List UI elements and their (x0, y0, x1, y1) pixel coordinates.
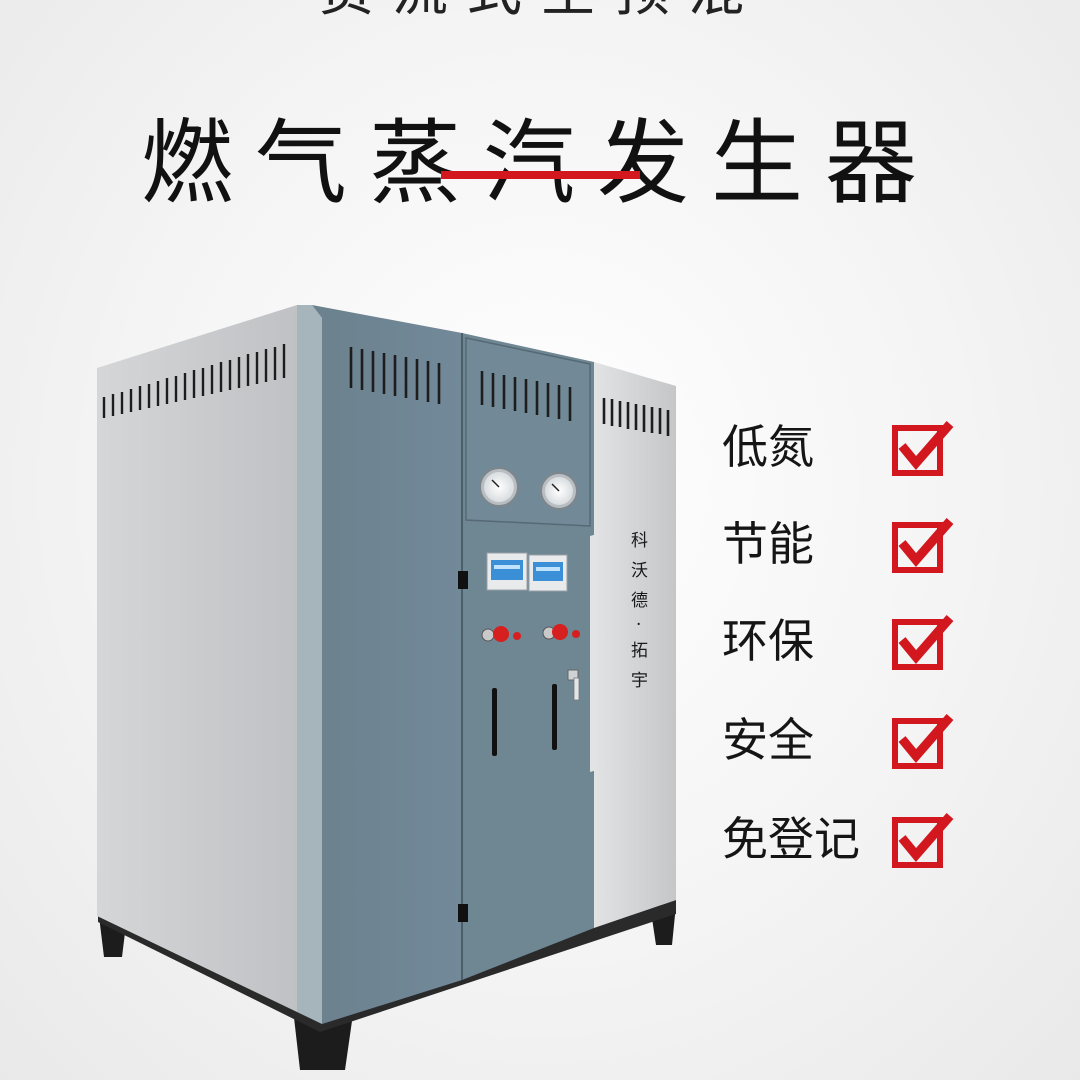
feature-item: 免登记 (722, 806, 962, 876)
front-vents (349, 347, 670, 436)
door-latch-icon (567, 669, 580, 701)
pressure-gauge-right-icon (540, 472, 578, 510)
header-subtitle: 贯流式全预混 (0, 0, 1080, 22)
cabinet-corner-edge (297, 305, 322, 1024)
control-buttons (481, 624, 580, 642)
brand-char: 德 (631, 591, 648, 611)
left-side-vents (102, 344, 286, 418)
brand-char: 沃 (631, 561, 648, 581)
feature-label: 免登记 (722, 812, 860, 866)
feature-label: 环保 (722, 614, 814, 668)
checkbox-check-icon (892, 421, 954, 476)
brand-char: 宇 (631, 671, 648, 691)
feature-item: 安全 (722, 707, 962, 777)
title-underline (441, 171, 640, 179)
checkbox-check-icon (892, 714, 954, 769)
checkbox-check-icon (892, 615, 954, 670)
feature-label: 安全 (722, 713, 814, 767)
feature-item: 环保 (722, 608, 962, 678)
feature-item: 节能 (722, 511, 962, 581)
feature-item: 低氮 (722, 414, 962, 484)
feature-label: 低氮 (722, 420, 814, 474)
feature-label: 节能 (722, 517, 814, 571)
front-door-left (312, 305, 462, 1024)
door-handle-right (552, 684, 557, 750)
checkbox-check-icon (892, 518, 954, 573)
hinge-top (458, 571, 468, 589)
brand-char: 拓 (631, 641, 648, 661)
brand-char: · (636, 615, 641, 635)
left-side-panel (97, 305, 297, 1012)
control-display-right (528, 554, 568, 592)
door-handle-left (492, 688, 497, 756)
checkbox-check-icon (892, 813, 954, 868)
control-display-left (486, 552, 528, 591)
right-side-strip (594, 362, 676, 928)
pressure-gauge-left-icon (479, 467, 519, 507)
hinge-bottom (458, 904, 468, 922)
brand-char: 科 (631, 531, 648, 551)
page-title: 燃气蒸汽发生器 (140, 109, 939, 217)
brand-vertical: 科 沃 德 · 拓 宇 (631, 531, 648, 691)
